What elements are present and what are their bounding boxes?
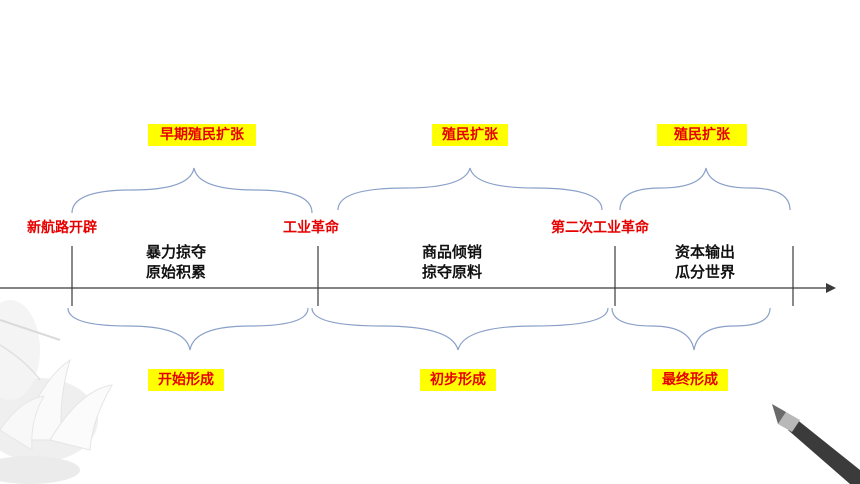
period-2-line-1: 商品倾销 xyxy=(421,243,482,261)
bottom-brace-3 xyxy=(611,307,771,351)
period-2-line-2: 掠夺原料 xyxy=(421,263,482,281)
milestone-new-sea-route: 新航路开辟 xyxy=(27,220,97,236)
milestone-second-industrial-revolution: 第二次工业革命 xyxy=(551,220,649,236)
top-label-early-colonial-expansion: 早期殖民扩张 xyxy=(148,124,256,146)
milestone-industrial-revolution: 工业革命 xyxy=(283,220,339,236)
period-1-line-2: 原始积累 xyxy=(145,263,206,281)
bottom-brace-1 xyxy=(67,307,309,351)
period-2-description: 商品倾销 掠夺原料 xyxy=(416,242,488,282)
top-brace-2 xyxy=(337,167,603,211)
period-3-line-1: 资本输出 xyxy=(674,243,735,261)
brush-pen-decoration-icon xyxy=(772,404,860,484)
bottom-brace-2 xyxy=(311,307,609,351)
period-1-line-1: 暴力掠夺 xyxy=(145,243,206,261)
period-3-line-2: 瓜分世界 xyxy=(674,263,735,281)
period-3-description: 资本输出 瓜分世界 xyxy=(669,242,741,282)
bottom-label-beginning-formation: 开始形成 xyxy=(148,369,224,391)
top-brace-1 xyxy=(71,167,313,214)
top-label-colonial-expansion-3: 殖民扩张 xyxy=(657,124,747,146)
top-label-colonial-expansion-2: 殖民扩张 xyxy=(432,124,508,146)
bottom-label-initial-formation: 初步形成 xyxy=(420,369,496,391)
top-brace-3 xyxy=(619,167,791,211)
bottom-label-final-formation: 最终形成 xyxy=(652,369,728,391)
axis-arrowhead xyxy=(826,283,836,293)
lotus-decoration-icon xyxy=(0,300,113,484)
period-1-description: 暴力掠夺 原始积累 xyxy=(140,242,212,282)
